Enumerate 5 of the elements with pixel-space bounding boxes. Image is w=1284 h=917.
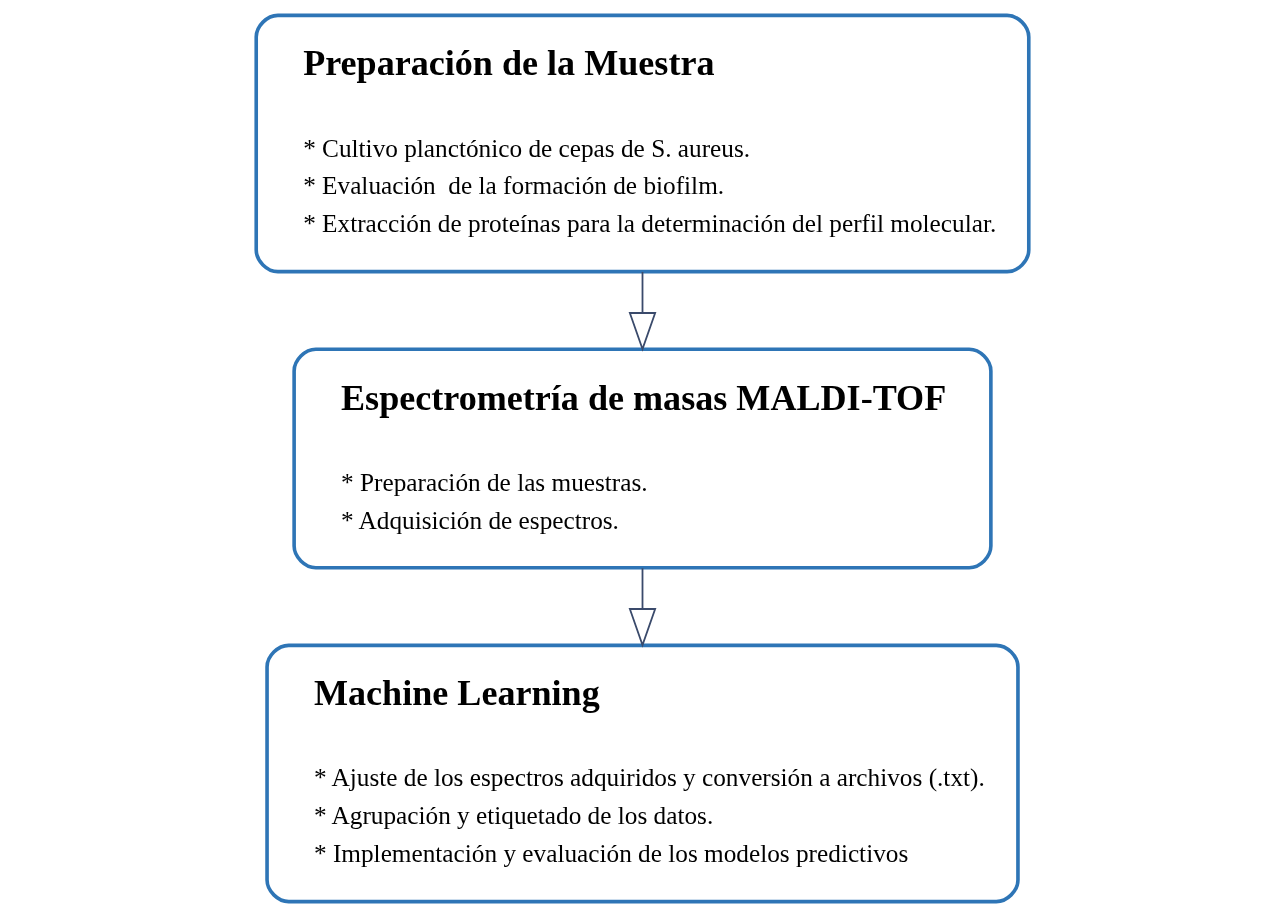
- arrow: [628, 271, 656, 352]
- arrow: [628, 567, 656, 648]
- node-box: Preparación de la Muestra * Cultivo planctónico de cepas de S. aureus. * Evaluación de la formación de biofilm. * Extracción de proteínas para la determinación del perfil molecular.: [253, 13, 1031, 274]
- node-box: Espectrometría de masas MALDI-TOF * Preparación de las muestras. * Adquisición de espectros.: [291, 347, 993, 570]
- node-box: Machine Learning * Ajuste de los espectros adquiridos y conversión a archivos (.txt). * Agrupación y etiquetado de los datos. * Implementación y evaluación de los modelos predictivos: [264, 643, 1020, 904]
